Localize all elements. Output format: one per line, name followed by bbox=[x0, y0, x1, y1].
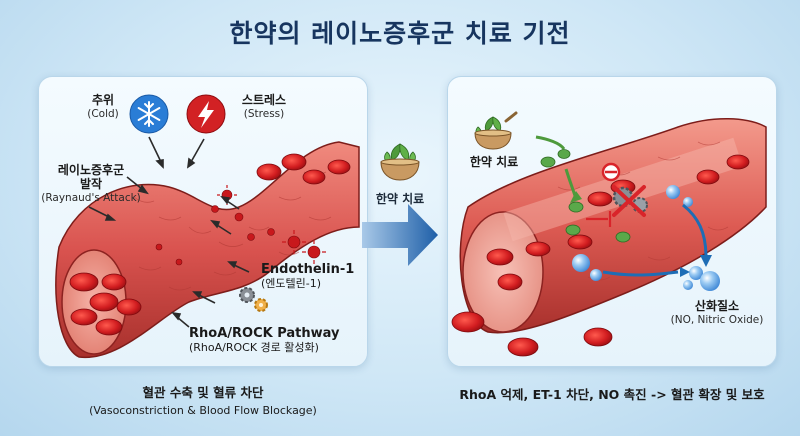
rhoa-label-ko: (RhoA/ROCK 경로 활성화) bbox=[189, 341, 319, 354]
endothelin-particles bbox=[155, 189, 321, 266]
herbal-treatment-middle: 한약 치료 bbox=[364, 140, 436, 207]
dilation-panel: 한약 치료 산화질소 (NO, Nitric Oxide) bbox=[447, 76, 777, 367]
nitric-oxide-label-en: (NO, Nitric Oxide) bbox=[670, 314, 764, 326]
herbal-label-middle: 한약 치료 bbox=[375, 192, 425, 206]
herbal-molecules bbox=[540, 149, 631, 243]
endothelin-label-ko: (엔도텔린-1) bbox=[261, 277, 322, 290]
vessel-opening bbox=[462, 211, 544, 333]
transition-arrow bbox=[362, 204, 438, 266]
cold-label-en: (Cold) bbox=[87, 108, 119, 120]
red-blood-cells bbox=[451, 154, 750, 357]
dilated-vessel-illustration bbox=[451, 111, 767, 357]
constricted-vessel-illustration bbox=[55, 94, 360, 359]
nitric-oxide-label-ko: 산화질소 bbox=[694, 299, 740, 313]
stress-label: 스트레스 (Stress) bbox=[229, 93, 299, 121]
herbal-label-right-ko: 한약 치료 bbox=[469, 155, 519, 169]
nitric-oxide-label: 산화질소 (NO, Nitric Oxide) bbox=[662, 299, 772, 327]
left-caption-en: (Vasoconstriction & Blood Flow Blockage) bbox=[89, 404, 317, 417]
right-caption: RhoA 억제, ET-1 차단, NO 촉진 -> 혈관 확장 및 보호 bbox=[430, 384, 794, 403]
raynaud-label-en: (Raynaud's Attack) bbox=[41, 192, 141, 204]
endothelin-label: Endothelin-1 (엔도텔린-1) bbox=[261, 263, 365, 291]
right-caption-ko: RhoA 억제, ET-1 차단, NO 촉진 -> 혈관 확장 및 보호 bbox=[459, 387, 765, 402]
left-caption-ko: 혈관 수축 및 혈류 차단 bbox=[142, 385, 264, 400]
raynaud-label: 레이노증후군 발작 (Raynaud's Attack) bbox=[41, 163, 141, 205]
no-bubble-icon bbox=[572, 185, 720, 291]
rhoa-label: RhoA/ROCK Pathway (RhoA/ROCK 경로 활성화) bbox=[189, 327, 367, 355]
raynaud-label-ko-2: 발작 bbox=[79, 177, 103, 191]
page-title: 한약의 레이노증후군 치료 기전 bbox=[229, 19, 571, 48]
mortar-herb-icon bbox=[474, 111, 518, 150]
lightning-icon bbox=[186, 94, 226, 134]
stress-label-ko: 스트레스 bbox=[241, 93, 287, 107]
constriction-panel: 추위 (Cold) 스트레스 (Stress) 레이노증후군 발작 (Rayna… bbox=[38, 76, 368, 367]
prohibit-icon bbox=[601, 162, 621, 182]
herbal-label-right: 한약 치료 bbox=[458, 155, 530, 169]
snowflake-icon bbox=[129, 94, 169, 134]
mortar-herb-icon bbox=[380, 143, 420, 181]
cold-label: 추위 (Cold) bbox=[83, 93, 123, 121]
raynaud-label-ko-1: 레이노증후군 bbox=[57, 163, 125, 177]
left-caption: 혈관 수축 및 혈류 차단 (Vasoconstriction & Blood … bbox=[38, 382, 368, 417]
cold-label-ko: 추위 bbox=[91, 93, 115, 107]
gear-icon bbox=[239, 287, 268, 312]
rhoa-label-en: RhoA/ROCK Pathway bbox=[189, 326, 340, 341]
red-blood-cells bbox=[69, 153, 351, 336]
stress-label-en: (Stress) bbox=[243, 108, 285, 120]
endothelin-label-en: Endothelin-1 bbox=[261, 262, 355, 277]
